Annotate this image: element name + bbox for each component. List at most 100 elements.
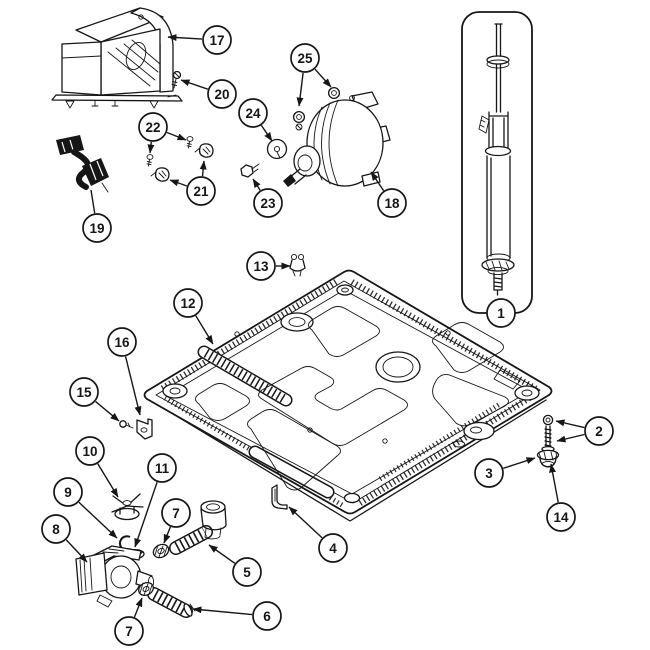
callout-22: 22 [138, 112, 187, 154]
hose-clamp-upper [152, 543, 170, 559]
callout-13-number: 13 [253, 259, 269, 274]
callout-22-leader [147, 141, 155, 154]
callout-24-leader [260, 125, 273, 142]
callout-15-number: 15 [76, 385, 92, 400]
callout-13-balloon [246, 251, 276, 281]
callout-17-leader [167, 34, 203, 42]
callout-9-number: 9 [64, 485, 72, 500]
callout-7: 7 [161, 498, 191, 544]
callout-2-leader [556, 433, 585, 443]
callout-21-leader [169, 179, 188, 187]
shock-absorber [461, 11, 533, 314]
callout-1: 1 [486, 298, 516, 328]
callout-4-balloon [318, 533, 348, 563]
callout-24-balloon [238, 98, 268, 128]
hose-elbow [169, 500, 227, 555]
callout-6-number: 6 [263, 609, 271, 624]
callout-11-leader [134, 481, 158, 548]
callout-20: 20 [180, 79, 237, 109]
callout-25: 25 [290, 43, 332, 107]
callout-9-leader [78, 501, 118, 539]
callout-2-balloon [584, 416, 614, 446]
callout-3: 3 [474, 457, 536, 488]
callout-18: 18 [370, 171, 407, 218]
callout-23-number: 23 [260, 196, 276, 211]
callout-21: 21 [169, 160, 216, 206]
callout-23: 23 [252, 178, 283, 218]
callout-18-leader [370, 171, 385, 191]
callout-7-leader [133, 597, 143, 618]
callout-18-number: 18 [384, 196, 400, 211]
motor-washer [266, 138, 288, 160]
callout-22-number: 22 [145, 120, 160, 135]
callout-15-leader [95, 401, 120, 422]
callout-16-number: 16 [114, 335, 130, 350]
callout-15: 15 [69, 377, 120, 422]
callout-19-leader [90, 189, 96, 214]
callout-5-number: 5 [243, 565, 251, 580]
callout-14-leader [549, 463, 559, 503]
callout-22-leader [166, 131, 187, 141]
callout-25-leader [296, 72, 304, 107]
callout-18-balloon [377, 188, 407, 218]
callout-21-leader [199, 160, 207, 177]
callout-5: 5 [208, 544, 262, 587]
edge-clip [136, 418, 153, 440]
callout-17-balloon [202, 25, 232, 55]
callout-17-number: 17 [209, 33, 224, 48]
callout-16-leader [124, 356, 142, 416]
callout-4: 4 [288, 506, 348, 563]
callout-20-leader [180, 79, 209, 90]
callout-7: 7 [114, 597, 144, 646]
base-plate [143, 269, 553, 522]
callout-24: 24 [238, 98, 273, 142]
callout-20-number: 20 [214, 87, 229, 102]
callout-19: 19 [82, 189, 112, 243]
callout-21-number: 21 [193, 184, 209, 199]
corner-bracket [271, 484, 288, 510]
callout-8-balloon [41, 514, 71, 544]
callout-16-balloon [107, 327, 137, 357]
callout-15-balloon [69, 377, 99, 407]
callout-2-number: 2 [595, 424, 603, 439]
callout-23-balloon [253, 188, 283, 218]
callout-10: 10 [75, 436, 119, 498]
callout-4-number: 4 [329, 541, 337, 556]
callout-9: 9 [53, 477, 118, 539]
callout-24-number: 24 [245, 106, 261, 121]
callout-2: 2 [555, 416, 614, 446]
housing-screw [171, 70, 182, 89]
callout-8: 8 [41, 514, 88, 563]
pump-impeller [111, 493, 144, 521]
callout-8-number: 8 [52, 522, 60, 537]
callout-10-number: 10 [82, 444, 97, 459]
motor-mount-housing [51, 7, 183, 109]
drain-hose [147, 587, 196, 618]
callout-23-leader [252, 178, 261, 191]
callout-21-balloon [186, 176, 216, 206]
callout-2-leader [555, 419, 585, 429]
callout-14-balloon [546, 502, 576, 532]
callout-10-leader [97, 463, 119, 498]
callout-10-balloon [75, 436, 105, 466]
callout-3-leader [503, 457, 536, 469]
callout-7-balloon [114, 616, 144, 646]
callout-3-number: 3 [485, 466, 493, 481]
callout-25-leader [314, 68, 332, 88]
callout-5-balloon [232, 557, 262, 587]
callout-12-balloon [173, 288, 203, 318]
callout-11-number: 11 [155, 461, 170, 476]
wire-harness [56, 135, 109, 193]
leveling-foot [536, 449, 560, 468]
callout-4-leader [288, 506, 323, 539]
callout-25-number: 25 [297, 51, 313, 66]
callout-14: 14 [546, 463, 576, 532]
callout-5-leader [208, 544, 236, 564]
callout-7-number: 7 [172, 506, 180, 521]
callout-7-number: 7 [125, 624, 133, 639]
callout-6-balloon [252, 601, 282, 631]
callout-12: 12 [173, 288, 214, 345]
callout-3-balloon [474, 458, 504, 488]
callout-11-balloon [147, 453, 177, 483]
